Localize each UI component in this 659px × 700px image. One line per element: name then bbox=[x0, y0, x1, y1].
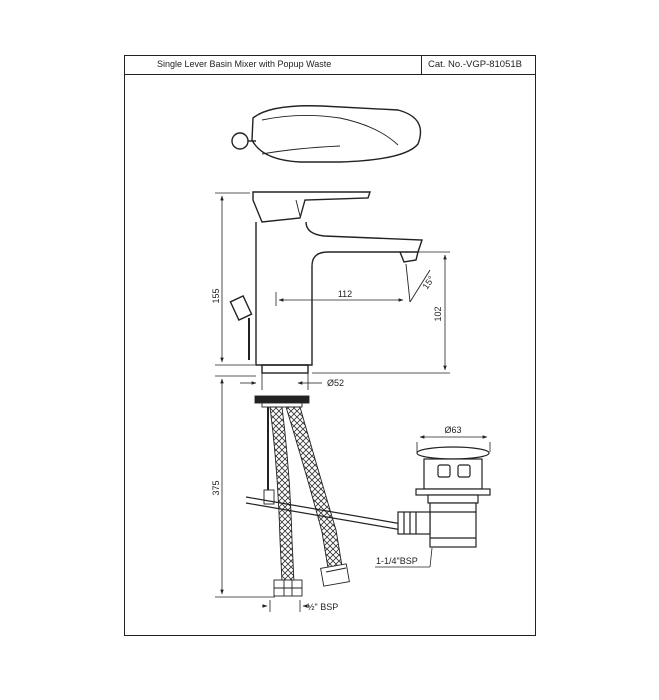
hoses bbox=[245, 395, 403, 597]
drawing-sheet: Single Lever Basin Mixer with Popup Wast… bbox=[124, 55, 536, 636]
waste-thread-label: 1-1/4"BSP bbox=[376, 556, 418, 566]
spout-height-label: 102 bbox=[433, 306, 443, 321]
product-name: Single Lever Basin Mixer with Popup Wast… bbox=[157, 59, 332, 69]
base-diameter-label: Ø52 bbox=[327, 378, 344, 388]
spout-reach-label: 112 bbox=[338, 289, 352, 299]
catalog-number: Cat. No.-VGP-81051B bbox=[428, 59, 522, 70]
spout-angle-lines bbox=[405, 263, 431, 303]
dimension-lines bbox=[215, 192, 491, 612]
top-view bbox=[231, 105, 422, 163]
spout-angle-label: 15° bbox=[420, 274, 436, 291]
waste-diameter-label: Ø63 bbox=[444, 425, 461, 435]
hose-length-label: 375 bbox=[211, 480, 221, 495]
catalog-cell: Cat. No.-VGP-81051B bbox=[421, 56, 536, 74]
inlet-thread-label: ½" BSP bbox=[307, 602, 338, 612]
title-block: Single Lever Basin Mixer with Popup Wast… bbox=[125, 56, 535, 75]
mixer-body bbox=[229, 191, 423, 374]
overall-height-label: 155 bbox=[211, 288, 221, 303]
popup-waste bbox=[397, 446, 491, 548]
